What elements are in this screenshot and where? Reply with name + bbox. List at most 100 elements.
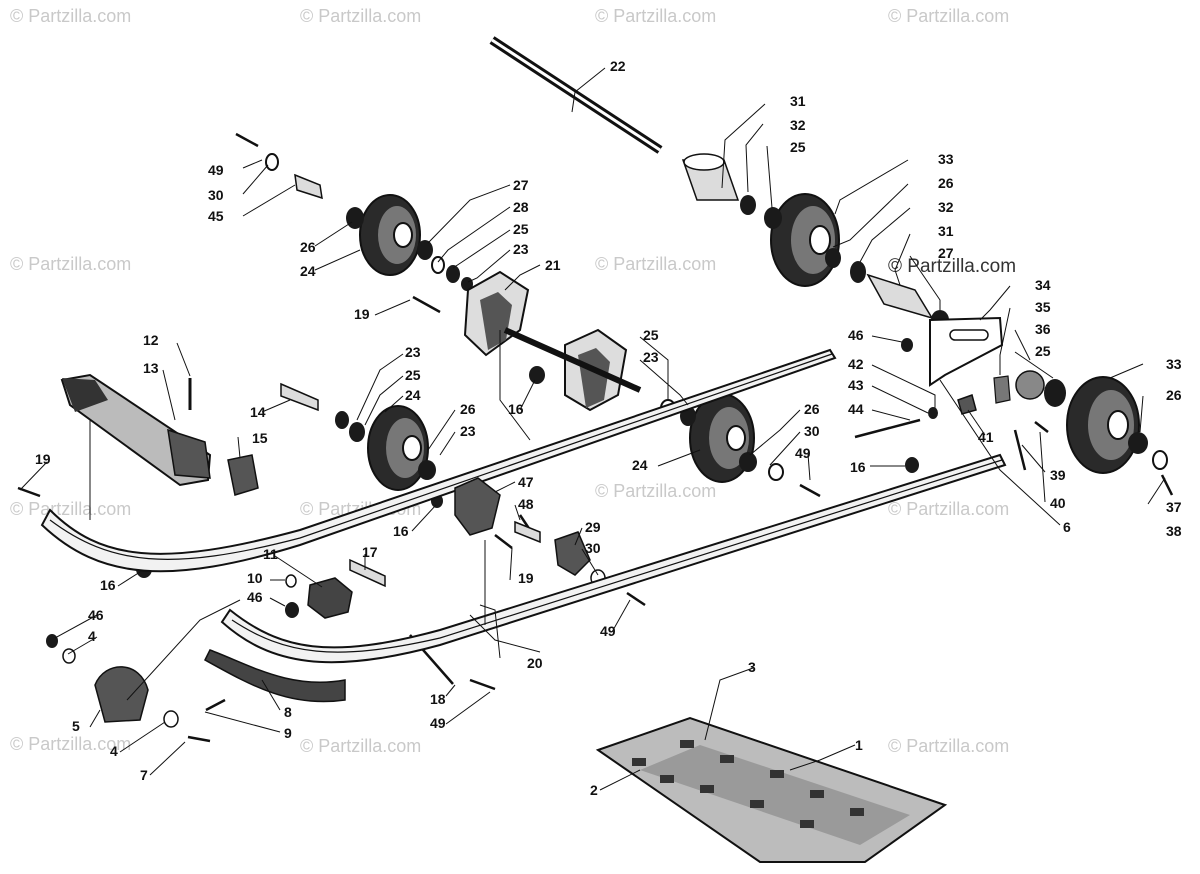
wear-strip-8 [204, 649, 346, 703]
callout-44: 44 [848, 401, 864, 417]
watermark: © Partzilla.com [888, 6, 1009, 26]
callout-31: 31 [790, 93, 806, 109]
idler-wheel-33-upper [770, 193, 840, 287]
watermarks: © Partzilla.com © Partzilla.com © Partzi… [10, 6, 1016, 756]
track-section [595, 716, 948, 863]
callout-26: 26 [938, 175, 954, 191]
front-arm-13 [60, 373, 212, 487]
callout-19: 19 [518, 570, 534, 586]
callout-25: 25 [643, 327, 659, 343]
watermark: © Partzilla.com [300, 736, 421, 756]
callout-16: 16 [393, 523, 409, 539]
callout-24: 24 [300, 263, 316, 279]
callout-45: 45 [208, 208, 224, 224]
adjuster-41 [957, 394, 977, 415]
watermark: © Partzilla.com [595, 254, 716, 274]
callout-30: 30 [585, 540, 601, 556]
callout-13: 13 [143, 360, 159, 376]
block-11 [307, 577, 353, 619]
callout-30: 30 [804, 423, 820, 439]
watermark: © Partzilla.com [888, 256, 1016, 277]
clip-35 [993, 375, 1011, 404]
callout-34: 34 [1035, 277, 1051, 293]
callout-38: 38 [1166, 523, 1182, 539]
callout-16: 16 [508, 401, 524, 417]
callout-30: 30 [208, 187, 224, 203]
adjuster-36 [1015, 370, 1045, 400]
callout-24: 24 [632, 457, 648, 473]
spacer-31-upper [681, 153, 740, 201]
axle-bracket-47 [454, 477, 501, 536]
callout-47: 47 [518, 474, 534, 490]
callout-33: 33 [938, 151, 954, 167]
callout-23: 23 [643, 349, 659, 365]
callout-26: 26 [300, 239, 316, 255]
small-shafts [280, 173, 541, 588]
callout-9: 9 [284, 725, 292, 741]
callout-33: 33 [1166, 356, 1182, 372]
callout-23: 23 [405, 344, 421, 360]
watermark: © Partzilla.com [300, 6, 421, 26]
leader-lines [19, 67, 1166, 791]
callout-36: 36 [1035, 321, 1051, 337]
callout-27: 27 [938, 245, 954, 261]
callout-5: 5 [72, 718, 80, 734]
watermark: © Partzilla.com [888, 499, 1009, 519]
callout-46: 46 [88, 607, 104, 623]
callout-18: 18 [430, 691, 446, 707]
pivot-bracket-21 [463, 270, 642, 412]
callout-8: 8 [284, 704, 292, 720]
callout-15: 15 [252, 430, 268, 446]
callout-7: 7 [140, 767, 148, 783]
callout-39: 39 [1050, 467, 1066, 483]
callout-2: 2 [590, 782, 598, 798]
callout-1: 1 [855, 737, 863, 753]
bracket-34 [929, 316, 1004, 387]
watermark: © Partzilla.com [595, 6, 716, 26]
callout-6: 6 [1063, 519, 1071, 535]
callout-42: 42 [848, 356, 864, 372]
callout-49: 49 [430, 715, 446, 731]
watermark: © Partzilla.com [10, 6, 131, 26]
callout-16: 16 [100, 577, 116, 593]
watermark: © Partzilla.com [10, 254, 131, 274]
callout-25: 25 [405, 367, 421, 383]
bearings-and-washers [46, 153, 1168, 728]
callout-19: 19 [35, 451, 51, 467]
idler-wheel-33-rear [1066, 376, 1140, 474]
callout-24: 24 [405, 387, 421, 403]
watermark: © Partzilla.com [888, 736, 1009, 756]
callout-11: 11 [263, 546, 278, 562]
callout-10: 10 [247, 570, 263, 586]
callout-numbers: 22 31 32 25 33 26 32 31 27 34 35 36 25 3… [35, 58, 1182, 798]
callout-48: 48 [518, 496, 534, 512]
callout-22: 22 [610, 58, 626, 74]
callout-32: 32 [790, 117, 806, 133]
callout-20: 20 [527, 655, 543, 671]
callout-46: 46 [247, 589, 263, 605]
callout-21: 21 [545, 257, 561, 273]
callout-26: 26 [460, 401, 476, 417]
callout-27: 27 [513, 177, 529, 193]
callout-35: 35 [1035, 299, 1051, 315]
idler-wheel-24-upper-left [359, 194, 421, 276]
callout-40: 40 [1050, 495, 1066, 511]
spacer-31-lower [866, 273, 934, 320]
callout-41: 41 [978, 429, 994, 445]
idler-wheel-24-right [689, 393, 755, 483]
bolts [17, 132, 1174, 743]
rear-axle-shaft [489, 36, 663, 154]
watermark: © Partzilla.com [10, 734, 131, 754]
callout-12: 12 [143, 332, 159, 348]
callout-4: 4 [110, 743, 118, 759]
callout-49: 49 [795, 445, 811, 461]
callout-31: 31 [938, 223, 954, 239]
slide-rail-left [40, 348, 837, 573]
callout-25: 25 [1035, 343, 1051, 359]
callout-26: 26 [1166, 387, 1182, 403]
slide-rail-right [220, 453, 1007, 664]
callout-25: 25 [513, 221, 529, 237]
callout-19: 19 [354, 306, 370, 322]
callout-29: 29 [585, 519, 601, 535]
callout-32: 32 [938, 199, 954, 215]
